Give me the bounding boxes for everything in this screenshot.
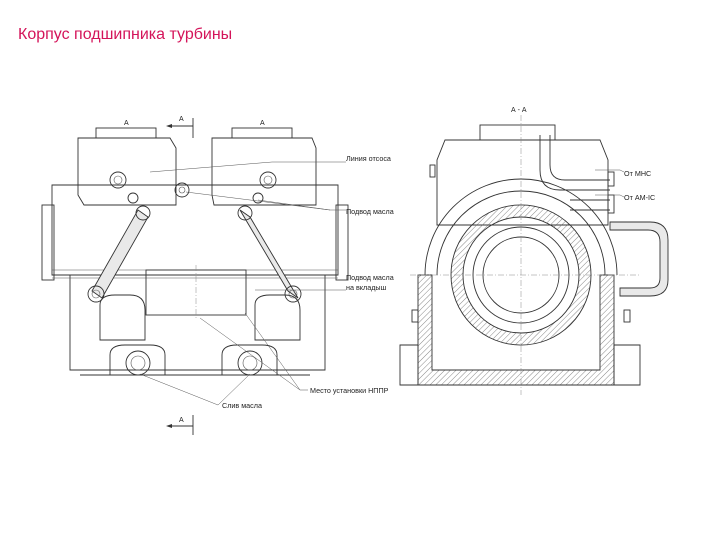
top-boss-left-label: А <box>124 120 129 127</box>
section-mark-bottom: А <box>166 415 194 435</box>
drain-boss-right <box>221 344 278 376</box>
top-boss-right <box>231 127 293 139</box>
side-view: А А А <box>41 116 394 435</box>
section-cover <box>436 139 609 226</box>
section-mark-bottom-label: А <box>179 417 184 424</box>
oil-tube-left <box>91 209 149 299</box>
housing-body <box>51 184 339 276</box>
label-oil-to-liners-1: Подвод масла <box>346 273 394 282</box>
top-boss-left <box>95 127 157 139</box>
drain-boss-left <box>109 344 166 376</box>
label-oil-drain: Слив масла <box>222 401 262 410</box>
section-top-boss <box>479 124 556 141</box>
label-from-amn: От АМ-ІС <box>624 193 655 202</box>
u-pipe <box>609 221 669 297</box>
pipe-mns <box>539 135 610 191</box>
oil-tube-right <box>239 209 299 299</box>
foot-right <box>613 344 641 386</box>
section-mark-top: А <box>166 116 194 138</box>
lower-boss-left <box>99 294 146 341</box>
flange-right <box>335 204 349 281</box>
foot-left <box>399 344 419 386</box>
outer-arc <box>424 178 618 276</box>
fitting-center <box>174 182 190 198</box>
label-from-mns: От МНС <box>624 169 651 178</box>
label-nppr-location: Место установки НППР <box>310 386 389 395</box>
cover-left <box>77 137 177 206</box>
housing-lower <box>69 274 326 371</box>
drain-port-left <box>125 350 151 376</box>
label-oil-supply: Подвод масла <box>346 207 394 216</box>
slide-title: Корпус подшипника турбины <box>18 26 233 43</box>
label-drain-line: Линия отсоса <box>346 154 391 163</box>
label-oil-to-liners-2: на вкладыш <box>346 283 387 292</box>
flange-left <box>41 204 55 281</box>
fitting-left-1 <box>109 171 127 189</box>
section-view-title: А - А <box>511 107 527 114</box>
section-view: А - А От МН <box>399 107 669 395</box>
drain-port-right <box>237 350 263 376</box>
top-boss-right-label: А <box>260 120 265 127</box>
cover-right <box>211 137 317 206</box>
fitting-right-1 <box>259 171 277 189</box>
section-mark-top-label: А <box>179 116 184 123</box>
